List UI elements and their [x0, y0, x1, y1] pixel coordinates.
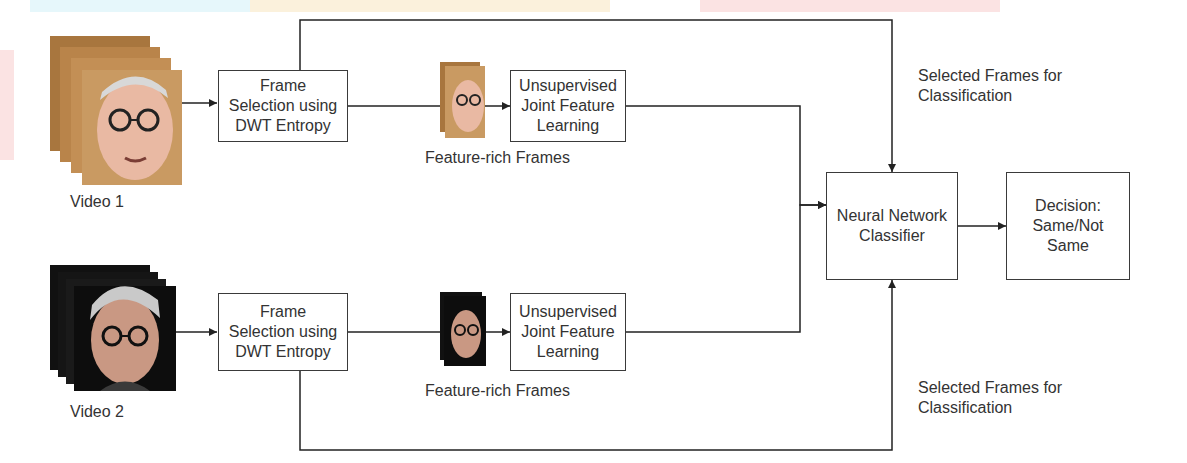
connector-arrow	[626, 205, 826, 332]
process-box: Frame Selection using DWT Entropy	[218, 70, 348, 142]
decor-band	[700, 0, 1000, 12]
connector-arrow	[300, 280, 892, 450]
process-box: Unsupervised Joint Feature Learning	[510, 70, 626, 142]
decision-box: Decision: Same/Not Same	[1006, 172, 1130, 280]
process-box: Unsupervised Joint Feature Learning	[510, 293, 626, 371]
video-1-frames	[50, 36, 182, 185]
classifier-box: Neural Network Classifier	[826, 172, 958, 280]
edge-label: Selected Frames for Classification	[916, 66, 1070, 106]
video-2-frames	[50, 265, 176, 391]
decor-band	[0, 50, 14, 160]
node-text: Unsupervised Joint Feature Learning	[517, 76, 619, 136]
node-text: Decision: Same/Not Same	[1013, 196, 1123, 256]
frames-label: Feature-rich Frames	[425, 148, 570, 168]
feature-rich-frames-bottom	[440, 292, 486, 366]
process-box: Frame Selection using DWT Entropy	[218, 293, 348, 371]
decor-band	[250, 0, 610, 12]
connector-arrow	[348, 105, 510, 107]
connector-arrow	[300, 20, 892, 172]
input-arrow	[182, 102, 217, 104]
video-label: Video 2	[70, 402, 124, 422]
decor-band	[30, 0, 250, 12]
frames-label: Feature-rich Frames	[425, 381, 570, 401]
connector-arrow	[626, 106, 826, 205]
video-label: Video 1	[70, 192, 124, 212]
edge-label: Selected Frames for Classification	[916, 378, 1070, 418]
node-text: Neural Network Classifier	[833, 206, 951, 246]
feature-rich-frames-top	[440, 62, 485, 138]
node-text: Frame Selection using DWT Entropy	[225, 76, 341, 136]
node-text: Unsupervised Joint Feature Learning	[517, 302, 619, 362]
input-arrow	[176, 331, 217, 333]
connector-arrow	[958, 225, 1006, 227]
node-text: Frame Selection using DWT Entropy	[225, 302, 341, 362]
